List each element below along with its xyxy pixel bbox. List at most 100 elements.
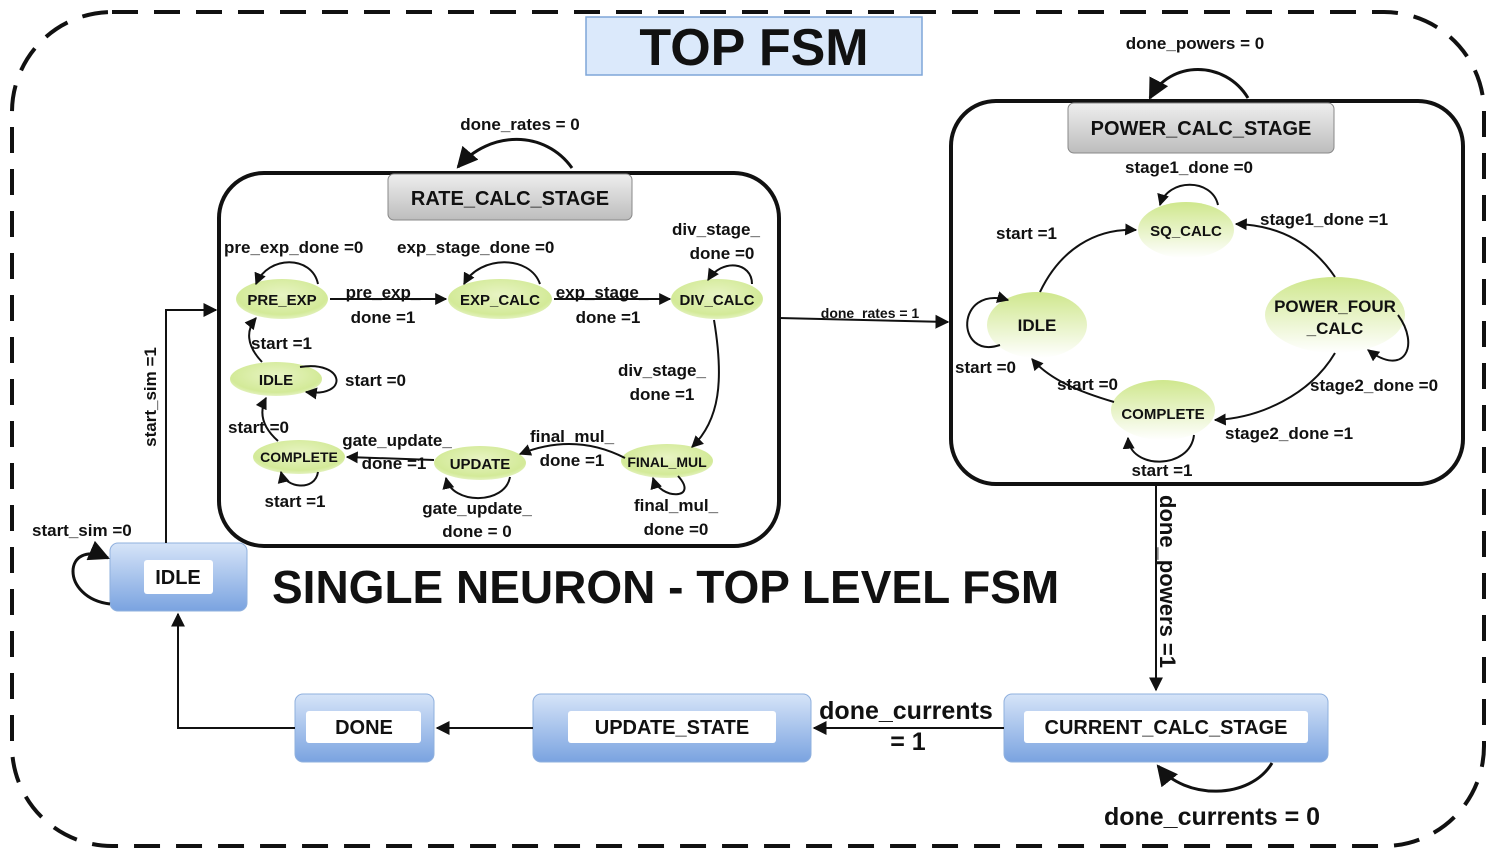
rate-complete-self-loop <box>277 470 319 487</box>
lbl-power-start0-complete: start =0 <box>1057 375 1118 394</box>
power-idle-self-loop <box>966 291 1010 348</box>
lbl-div-stage-done0-b: done =0 <box>690 244 755 263</box>
lbl-gate-update-0-b: done = 0 <box>442 522 511 541</box>
div-calc-self-loop <box>707 264 753 285</box>
complete-to-idle <box>255 396 279 442</box>
power-four-self-loop <box>1367 314 1410 362</box>
top-state-idle[interactable]: IDLE <box>109 542 248 612</box>
power-calc-title: POWER_CALC_STAGE <box>1091 118 1312 140</box>
pre-exp-self-loop <box>254 261 319 286</box>
exp-calc-self-loop <box>463 261 541 286</box>
power-calc-self-loop <box>1148 68 1250 100</box>
top-idle-self-loop <box>71 540 111 606</box>
power-calc-title-box[interactable] <box>1067 102 1335 154</box>
lbl-done-currents-1-b: = 1 <box>890 728 926 756</box>
lbl-stage2-done1: stage2_done =1 <box>1225 424 1353 443</box>
lbl-pre-exp-1-b: done =1 <box>351 308 416 327</box>
lbl-rate-start1: start =1 <box>251 334 312 353</box>
top-state-done-label: DONE <box>335 717 393 739</box>
main-title: SINGLE NEURON - TOP LEVEL FSM <box>272 561 1059 613</box>
power-four-to-complete <box>1213 352 1336 426</box>
top-state-current-calc-label: CURRENT_CALC_STAGE <box>1045 717 1288 739</box>
outer-dashed-border <box>10 10 1486 848</box>
lbl-div-stage-done0-a: div_stage_ <box>672 220 760 239</box>
lbl-start-sim-1: start_sim =1 <box>141 347 160 447</box>
state-power-four-label-b: _CALC <box>1306 319 1364 338</box>
lbl-final-mul-0-b: done =0 <box>644 520 709 539</box>
top-state-done[interactable]: DONE <box>294 693 435 763</box>
lbl-exp-stage-1-a: exp_stage_ <box>556 283 649 302</box>
lbl-done-currents-1-a: done_currents <box>819 697 993 725</box>
rate-calc-container <box>217 171 781 548</box>
state-pre-exp-label: PRE_EXP <box>247 292 316 309</box>
lbl-done-rates-1: done_rates = 1 <box>821 305 920 321</box>
state-power-complete[interactable] <box>1111 380 1215 440</box>
lbl-final-mul-1-b: done =1 <box>540 451 605 470</box>
state-final-mul-label: FINAL_MUL <box>627 454 707 470</box>
rate-idle-self-loop <box>299 365 338 400</box>
lbl-rate-start0-idle: start =0 <box>345 371 406 390</box>
lbl-pre-exp-done0: pre_exp_done =0 <box>224 238 363 257</box>
lbl-done-currents-0: done_currents = 0 <box>1104 803 1320 831</box>
lbl-gate-update-1-b: done =1 <box>362 454 427 473</box>
update-self-loop <box>442 476 511 499</box>
lbl-done-powers-1: done_powers =1 <box>1155 495 1180 668</box>
lbl-exp-stage-done0: exp_stage_done =0 <box>397 238 554 257</box>
done-rates-0-label: done_rates = 0 <box>460 115 580 134</box>
final-mul-self-loop <box>650 475 686 496</box>
lbl-pre-exp-1-a: pre_exp_ <box>346 283 421 302</box>
rate-calc-title: RATE_CALC_STAGE <box>411 188 609 210</box>
lbl-power-start1-complete: start =1 <box>1132 461 1193 480</box>
lbl-gate-update-1-a: gate_update_ <box>342 431 452 450</box>
lbl-stage1-done0: stage1_done =0 <box>1125 158 1253 177</box>
state-div-calc-label: DIV_CALC <box>679 292 754 309</box>
rate-calc-self-loop <box>456 138 574 169</box>
state-exp-calc-label: EXP_CALC <box>460 292 540 309</box>
state-rate-complete-label: COMPLETE <box>260 449 338 465</box>
idle-to-pre-exp <box>244 317 263 363</box>
lbl-div-stage-1-b: done =1 <box>630 385 695 404</box>
top-state-current-calc[interactable]: CURRENT_CALC_STAGE <box>1003 693 1329 763</box>
state-update-label: UPDATE <box>450 456 511 473</box>
complete-to-power-idle <box>1031 358 1115 403</box>
state-div-calc[interactable] <box>671 279 763 319</box>
state-pre-exp[interactable] <box>236 279 328 319</box>
state-power-four-label-a: POWER_FOUR <box>1274 297 1396 316</box>
power-complete-self-loop <box>1122 434 1195 463</box>
state-rate-idle-label: IDLE <box>259 372 293 389</box>
lbl-rate-start1-complete: start =1 <box>265 492 326 511</box>
lbl-rate-start0-complete: start =0 <box>228 418 289 437</box>
state-rate-idle[interactable] <box>230 362 322 396</box>
top-title: TOP FSM <box>639 19 868 77</box>
sq-calc-self-loop <box>1157 183 1219 207</box>
rate-to-power-arrow <box>778 314 950 329</box>
top-state-update-state[interactable]: UPDATE_STATE <box>532 693 812 763</box>
state-power-idle-label: IDLE <box>1018 316 1057 335</box>
lbl-start-sim-0: start_sim =0 <box>32 521 132 540</box>
power-idle-to-sq-calc <box>1039 223 1138 293</box>
state-final-mul[interactable] <box>621 444 713 478</box>
done-powers-0-label: done_powers = 0 <box>1126 34 1264 53</box>
current-calc-self-loop <box>1156 762 1274 793</box>
lbl-stage1-done1: stage1_done =1 <box>1260 210 1388 229</box>
state-sq-calc-label: SQ_CALC <box>1150 223 1222 240</box>
state-update[interactable] <box>434 446 526 480</box>
lbl-final-mul-1-a: final_mul_ <box>530 427 615 446</box>
final-mul-to-update <box>518 442 626 459</box>
lbl-power-start0-idle: start =0 <box>955 358 1016 377</box>
lbl-gate-update-0-a: gate_update_ <box>422 499 532 518</box>
top-title-box <box>585 16 923 76</box>
lbl-power-start1: start =1 <box>996 224 1057 243</box>
state-power-four-calc[interactable] <box>1265 277 1405 353</box>
state-sq-calc[interactable] <box>1138 202 1234 258</box>
state-power-idle[interactable] <box>987 292 1087 358</box>
top-state-update-state-label: UPDATE_STATE <box>595 717 749 739</box>
power-calc-container <box>949 99 1465 486</box>
lbl-stage2-done0: stage2_done =0 <box>1310 376 1438 395</box>
lbl-div-stage-1-a: div_stage_ <box>618 361 706 380</box>
state-exp-calc[interactable] <box>448 279 552 319</box>
rate-calc-title-box[interactable] <box>387 173 633 221</box>
top-state-idle-label: IDLE <box>155 567 201 589</box>
state-rate-complete[interactable] <box>253 440 345 474</box>
